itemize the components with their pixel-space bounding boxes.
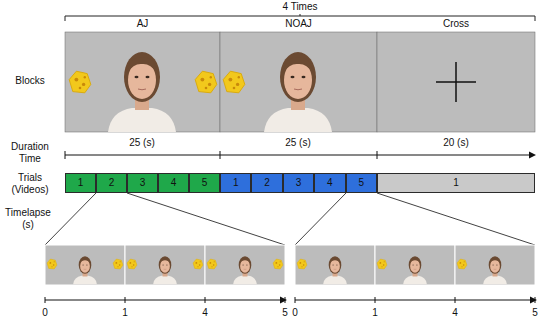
arrowhead	[280, 297, 287, 304]
row-label: Duration Time	[2, 141, 58, 165]
video-frame	[455, 245, 535, 285]
video-frame	[205, 245, 285, 285]
block-panel: Cross	[377, 32, 535, 132]
trial-number: 1	[453, 177, 459, 189]
block-heading: NOAJ	[220, 18, 377, 30]
tick-label: 1	[117, 307, 133, 319]
duration-label: 25 (s)	[273, 137, 323, 149]
face	[153, 256, 177, 284]
tick-label: 4	[197, 307, 213, 319]
panel-ground	[220, 32, 377, 132]
trial-cell: 3	[127, 173, 158, 193]
panel-ground	[377, 32, 535, 132]
cheese	[47, 259, 57, 269]
face	[108, 52, 176, 132]
trial-cell: 1	[220, 173, 251, 193]
block-panel: AJ	[65, 32, 220, 132]
duration-label: 25 (s)	[117, 137, 167, 149]
tick-label: 0	[37, 307, 53, 319]
arrowhead	[530, 297, 537, 304]
trial-number: 4	[171, 177, 177, 189]
duration-label: 20 (s)	[431, 137, 481, 149]
trial-cell: 3	[283, 173, 314, 193]
time-axis	[295, 297, 535, 303]
cheese	[457, 259, 467, 269]
trial-number: 5	[202, 177, 208, 189]
cheese	[297, 259, 307, 269]
timeline	[65, 151, 530, 159]
time-axis	[45, 297, 285, 303]
block-heading: Cross	[377, 18, 535, 30]
face	[483, 256, 507, 284]
trial-cell: 5	[346, 173, 377, 193]
trial-number: 3	[140, 177, 146, 189]
video-frame	[375, 245, 455, 285]
trial-number: 1	[78, 177, 84, 189]
block-heading: AJ	[65, 18, 220, 30]
tick-label: 5	[527, 307, 543, 319]
cheese	[69, 71, 91, 93]
trial-number: 3	[296, 177, 302, 189]
cheese	[193, 259, 203, 269]
tick-label: 1	[367, 307, 383, 319]
cheese	[207, 259, 217, 269]
video-frame	[45, 245, 125, 285]
block-panel: NOAJ	[220, 32, 377, 132]
video-frame	[125, 245, 205, 285]
face	[403, 256, 427, 284]
cheese	[195, 71, 217, 93]
face	[264, 52, 332, 132]
trial-number: 2	[109, 177, 115, 189]
row-label: Blocks	[2, 75, 58, 87]
trial-cell: 4	[158, 173, 189, 193]
trial-number: 1	[233, 177, 239, 189]
face	[323, 256, 347, 284]
trial-number: 5	[359, 177, 365, 189]
trial-number: 2	[264, 177, 270, 189]
face	[233, 256, 257, 284]
inset-right	[295, 245, 535, 285]
cheese	[273, 259, 283, 269]
tick-label: 0	[287, 307, 303, 319]
trial-number: 4	[327, 177, 333, 189]
cheese	[127, 259, 137, 269]
cheese	[377, 259, 387, 269]
trial-cell: 2	[251, 173, 282, 193]
repeat-label: 4 Times	[270, 1, 330, 13]
video-frame	[295, 245, 375, 285]
tick-label: 5	[277, 307, 293, 319]
panel-ground	[65, 32, 220, 132]
panel-figures	[69, 52, 332, 132]
trial-cell: 1	[65, 173, 96, 193]
cheese	[113, 259, 123, 269]
rest-cell: 1	[377, 173, 535, 193]
face	[73, 256, 97, 284]
trial-cell: 5	[189, 173, 220, 193]
zoom-line	[45, 193, 535, 245]
row-label: Trials (Videos)	[2, 172, 58, 196]
row-label: Timelapse (s)	[1, 207, 55, 231]
arrowhead	[529, 152, 536, 159]
tick-label: 4	[447, 307, 463, 319]
inset-left	[45, 245, 285, 285]
trial-cell: 2	[96, 173, 127, 193]
fixation-cross	[436, 62, 476, 102]
trial-cell: 4	[314, 173, 345, 193]
cheese	[223, 71, 245, 93]
